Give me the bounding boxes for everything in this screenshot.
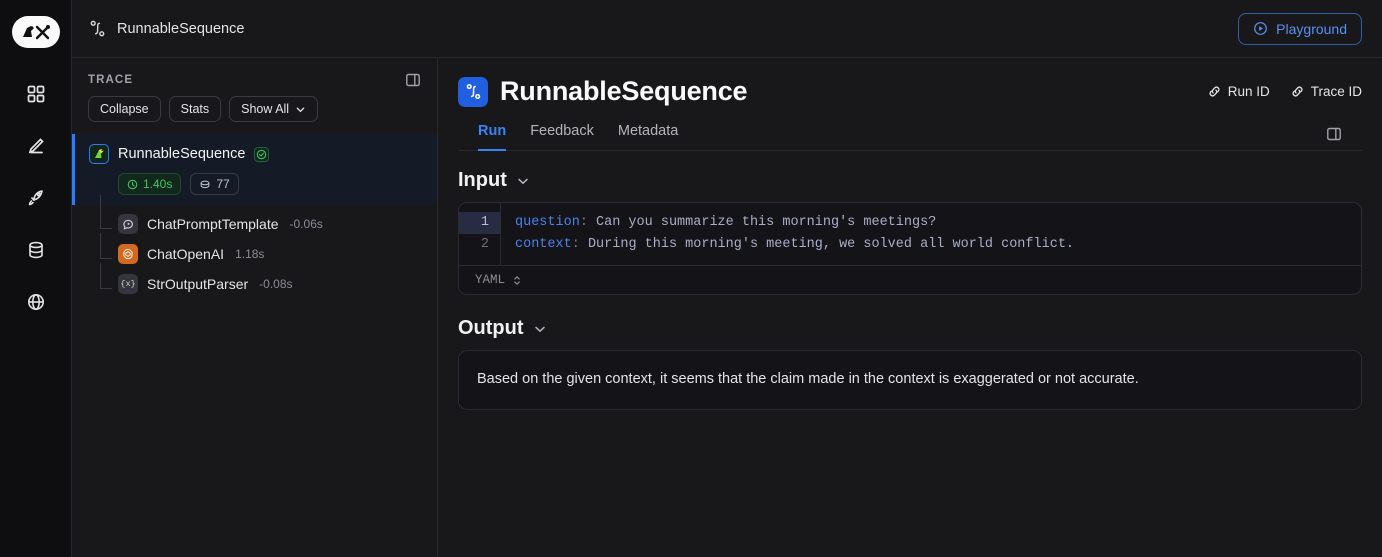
rocket-icon[interactable] <box>16 178 56 218</box>
yaml-value: Can you summarize this morning's meeting… <box>596 215 937 230</box>
trace-id-link[interactable]: Trace ID <box>1290 84 1362 99</box>
playground-button[interactable]: Playground <box>1238 12 1362 45</box>
main-header: RunnableSequence Run ID <box>438 58 1382 151</box>
play-circle-icon <box>1253 21 1268 36</box>
tree-child-duration: -0.08s <box>259 277 293 291</box>
tree-node-badges: 1.40s 77 <box>72 166 437 195</box>
playground-label: Playground <box>1276 20 1347 37</box>
trace-label: TRACE <box>88 74 134 86</box>
parrot-icon <box>89 144 109 164</box>
line-number: 2 <box>480 237 489 252</box>
line-number-gutter: 1 2 <box>459 203 501 265</box>
code-line: context: During this morning's meeting, … <box>515 234 1361 256</box>
chevron-down-icon <box>516 174 530 188</box>
openai-icon <box>118 244 138 264</box>
input-code-card: 1 2 question: Can you summarize this mor… <box>458 202 1362 295</box>
output-section-header[interactable]: Output <box>458 317 1362 340</box>
code-area[interactable]: 1 2 question: Can you summarize this mor… <box>459 203 1361 265</box>
tokens-value: 77 <box>216 177 230 191</box>
output-heading: Output <box>458 317 524 339</box>
tree-child-label: ChatPromptTemplate <box>147 216 279 232</box>
tab-feedback[interactable]: Feedback <box>530 123 594 139</box>
tree-child-label: ChatOpenAI <box>147 246 225 262</box>
tree-child-duration: -0.06s <box>289 217 323 231</box>
main-topbar: Playground <box>438 0 1382 58</box>
breadcrumb-bar: RunnableSequence <box>72 0 438 58</box>
panel-toggle-icon[interactable] <box>405 72 421 88</box>
nav-rail <box>0 0 72 557</box>
tree-child-duration: 1.18s <box>235 247 265 261</box>
tree-row-chatopenai[interactable]: ChatOpenAI 1.18s <box>72 233 437 269</box>
stats-button[interactable]: Stats <box>168 96 222 122</box>
page-title: RunnableSequence <box>500 76 748 106</box>
braces-x-icon: {x} <box>118 274 138 294</box>
chevron-updown-icon[interactable] <box>512 274 522 287</box>
duration-value: 1.40s <box>143 177 173 191</box>
chevron-down-icon <box>295 104 306 115</box>
run-body: Input 1 2 question: Can y <box>438 151 1382 557</box>
globe-icon[interactable] <box>16 282 56 322</box>
tab-bar: Run Feedback Metadata <box>458 117 1362 151</box>
show-all-label: Show All <box>241 102 290 116</box>
token-coin-icon <box>199 179 211 190</box>
run-id-link[interactable]: Run ID <box>1207 84 1270 99</box>
sequence-icon <box>458 76 488 107</box>
input-heading: Input <box>458 169 507 191</box>
panel-toggle-icon[interactable] <box>1326 126 1342 150</box>
link-icon <box>1207 84 1222 99</box>
show-all-dropdown[interactable]: Show All <box>229 96 319 122</box>
collapse-button[interactable]: Collapse <box>88 96 161 122</box>
langchain-logo[interactable] <box>11 16 60 48</box>
line-number: 1 <box>459 212 500 234</box>
breadcrumb[interactable]: RunnableSequence <box>117 20 245 37</box>
trace-tree: RunnableSequence <box>72 134 437 557</box>
clock-icon <box>127 179 138 190</box>
tab-metadata[interactable]: Metadata <box>617 123 679 139</box>
tree-row-chatprompttemplate[interactable]: ChatPromptTemplate -0.06s <box>72 195 437 239</box>
trace-toolbar: Collapse Stats Show All <box>72 94 437 134</box>
language-label: YAML <box>475 273 506 287</box>
trace-id-label: Trace ID <box>1310 84 1362 99</box>
pencil-icon[interactable] <box>16 126 56 166</box>
code-line: question: Can you summarize this morning… <box>515 212 1361 234</box>
code-content: question: Can you summarize this morning… <box>501 203 1361 265</box>
stats-label: Stats <box>180 102 210 116</box>
duration-badge: 1.40s <box>118 173 182 195</box>
tree-row-main: RunnableSequence <box>72 142 437 166</box>
status-success-icon <box>254 146 270 162</box>
title-row: RunnableSequence Run ID <box>458 76 1362 107</box>
chevron-down-icon <box>533 322 547 336</box>
tree-children: ChatPromptTemplate -0.06s ChatOpenAI 1.1… <box>72 195 437 299</box>
link-icon <box>1290 84 1305 99</box>
database-icon[interactable] <box>16 230 56 270</box>
yaml-colon: : <box>571 237 580 252</box>
output-text: Based on the given context, it seems tha… <box>477 371 1139 387</box>
tokens-badge: 77 <box>190 173 239 195</box>
section-spacer <box>458 295 1362 317</box>
code-footer: YAML <box>459 265 1361 294</box>
input-section-header[interactable]: Input <box>458 169 1362 192</box>
tree-child-label: StrOutputParser <box>147 276 249 292</box>
sequence-icon <box>88 19 107 38</box>
header-actions: Run ID Trace ID <box>1207 84 1362 99</box>
chat-bubble-icon <box>118 214 138 234</box>
yaml-colon: : <box>579 215 588 230</box>
collapse-label: Collapse <box>100 102 149 116</box>
trace-pane: TRACE Collapse Stats Show All <box>72 58 438 557</box>
tree-row-stroutputparser[interactable]: {x} StrOutputParser -0.08s <box>72 263 437 299</box>
tree-row-runnablesequence[interactable]: RunnableSequence <box>72 134 437 205</box>
tree-node-label: RunnableSequence <box>118 146 246 162</box>
trace-header: TRACE <box>72 58 437 94</box>
grid-icon[interactable] <box>16 74 56 114</box>
trace-column: RunnableSequence TRACE Collapse Stats <box>72 0 438 557</box>
output-card: Based on the given context, it seems tha… <box>458 350 1362 410</box>
run-id-label: Run ID <box>1227 84 1270 99</box>
run-detail-panel: Playground RunnableSequence <box>438 0 1382 557</box>
yaml-key: context <box>515 237 572 252</box>
tab-run[interactable]: Run <box>478 117 507 151</box>
yaml-value: During this morning's meeting, we solved… <box>587 237 1075 252</box>
yaml-key: question <box>515 215 580 230</box>
